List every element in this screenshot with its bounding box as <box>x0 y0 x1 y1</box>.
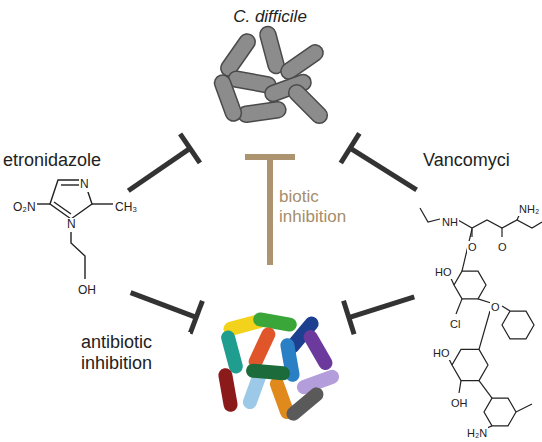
inhibition-line <box>350 148 417 190</box>
microbiota-rods-part <box>245 363 290 381</box>
edge-label-holder: biotic inhibition <box>278 187 373 226</box>
atom-label: O <box>497 241 508 254</box>
label-holder: O <box>497 237 508 255</box>
organism-group: C. difficile <box>195 5 345 145</box>
vancomycin-structure-part <box>459 381 461 393</box>
atom-label: CH₃ <box>114 201 138 215</box>
label-holder: HO <box>434 262 453 280</box>
label-holder: NH <box>441 212 459 230</box>
inhibition-line <box>131 293 197 318</box>
metronidazole-structure <box>37 180 113 279</box>
metronidazole-structure-part <box>54 202 71 214</box>
microbiota-rods <box>217 311 341 423</box>
inhibition-line <box>267 157 273 265</box>
vancomycin-structure-part <box>479 381 492 399</box>
c-difficile-rods-part <box>285 81 330 126</box>
node-label: Vancomyci <box>420 148 513 173</box>
vancomycin-structure-part <box>484 398 516 426</box>
inhibition-bar <box>344 303 353 332</box>
atom-label: O <box>467 241 478 254</box>
drug-node: etronidazole <box>0 148 125 298</box>
atom-label: H₂N <box>466 427 488 440</box>
microbiota-group <box>200 300 345 425</box>
atom-label: OH <box>450 397 469 410</box>
metronidazole-structure-part <box>61 184 81 185</box>
vancomycin-structure-part <box>501 228 502 237</box>
microbiota-rods-part <box>220 329 245 375</box>
atom-label: NH₂ <box>518 203 540 216</box>
node-label: C. difficile <box>230 5 310 29</box>
atom-label: N <box>66 218 77 232</box>
microbiota-rods-part <box>301 327 335 372</box>
drug-node: Vancomyci <box>420 148 542 442</box>
inhibition-connector <box>342 135 417 189</box>
microbiota-rods-part <box>252 311 298 332</box>
atom-label: N <box>79 178 90 192</box>
atom-label: Cl <box>449 318 461 331</box>
atom-label: O <box>490 301 501 314</box>
microbiota-rods-part <box>217 367 238 413</box>
inhibition-connector <box>131 293 202 332</box>
vancomycin-structure-part <box>502 311 534 339</box>
vancomycin-structure-part <box>452 349 488 380</box>
vancomycin-structure-part <box>502 306 510 311</box>
vancomycin-structure-part <box>479 311 490 349</box>
label-holder: OH <box>450 393 469 411</box>
inhibition-connector <box>344 297 414 332</box>
label-holder: O <box>490 297 501 315</box>
label-holder: CH₃ <box>114 197 138 215</box>
inhibition-bar <box>248 154 292 160</box>
atom-label: HO <box>432 347 451 360</box>
metronidazole-structure-part <box>92 203 113 204</box>
inhibition-bar <box>342 135 358 160</box>
atom-label: HO <box>434 266 453 279</box>
label-holder: HO <box>432 343 451 361</box>
inhibition-bar <box>191 303 202 331</box>
metronidazole-structure-part <box>37 203 50 204</box>
c-difficile-rods <box>212 25 330 127</box>
vancomycin-structure-part <box>458 220 542 228</box>
node-label: etronidazole <box>0 148 104 173</box>
inhibition-connector <box>128 136 198 191</box>
edge-label: biotic inhibition <box>278 187 373 226</box>
vancomycin-structure-part <box>420 208 440 222</box>
label-holder: antibiotic inhibition <box>80 332 190 373</box>
label-holder: O <box>467 237 478 255</box>
vancomycin-structure <box>420 208 542 428</box>
label-holder: N <box>79 174 90 192</box>
atom-label: NH <box>441 216 459 229</box>
c-difficile-rods-part <box>237 101 287 124</box>
label-holder: Cl <box>449 314 461 332</box>
label-holder: O₂N <box>12 197 37 215</box>
c-difficile-rods-part <box>212 73 243 124</box>
vancomycin-structure-part <box>516 404 532 412</box>
label-holder: N <box>66 214 77 232</box>
annotation-label: antibiotic inhibition <box>80 332 190 373</box>
microbiota-rods-part <box>284 384 327 423</box>
vancomycin-structure-part <box>456 299 462 314</box>
inhibition-bar <box>182 136 199 161</box>
atom-label: O₂N <box>12 201 37 215</box>
atom-label: OH <box>77 284 97 298</box>
inhibition-line <box>349 297 414 318</box>
label-holder: OH <box>77 280 97 298</box>
vancomycin-structure-part <box>454 271 486 299</box>
inhibition-line <box>128 148 190 190</box>
label-holder: H₂N <box>466 423 488 441</box>
label-holder: NH₂ <box>518 199 540 217</box>
